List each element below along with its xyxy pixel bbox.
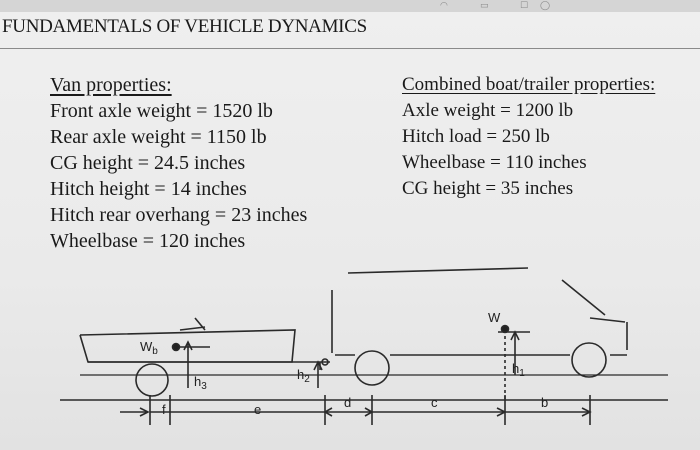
trailer-wheel (135, 363, 169, 397)
combined-property-line: Hitch load = 250 lb (402, 126, 550, 147)
dimension-c-label: c (431, 395, 438, 410)
combined-property-line: Axle weight = 1200 lb (402, 100, 574, 121)
toolbar-icon[interactable]: ◯ (540, 1, 551, 11)
van-property-line: CG height = 24.5 inches (50, 152, 246, 174)
combined-weight-label: W (488, 310, 501, 325)
toolbar-icon[interactable]: ◠ (440, 1, 448, 11)
arrowhead (313, 360, 323, 371)
van-property-line: Hitch height = 14 inches (50, 178, 247, 200)
dimension-d-label: d (344, 395, 351, 410)
combined-properties-header: Combined boat/trailer properties: (402, 74, 656, 95)
van-property-line: Wheelbase = 120 inches (50, 230, 246, 252)
h1-label: h1 (512, 361, 525, 379)
van-properties-header: Van properties: (50, 74, 172, 96)
page-title: FUNDAMENTALS OF VEHICLE DYNAMICS (2, 16, 367, 37)
h2-label: h2 (297, 367, 310, 385)
dimension-e-label: e (254, 402, 261, 417)
boat-trailer-outline (79, 317, 330, 370)
boat-cg-marker (171, 342, 181, 352)
van-property-line: Hitch rear overhang = 23 inches (50, 204, 308, 226)
combined-properties: Combined boat/trailer properties: Axle w… (402, 72, 655, 202)
van-rear-wheel (354, 350, 390, 386)
hitch-point (321, 358, 329, 366)
combined-property-line: CG height = 35 inches (402, 178, 574, 199)
van-property-line: Front axle weight = 1520 lb (50, 100, 273, 122)
h3-label: h3 (194, 374, 207, 392)
dimension-b-label: b (541, 395, 548, 410)
dimension-f-label: f (162, 402, 166, 417)
arrowhead (364, 407, 374, 417)
boat-weight-label: Wb (140, 339, 158, 357)
toolbar-icon[interactable]: ▭ (480, 1, 489, 11)
van-properties: Van properties: Front axle weight = 1520… (50, 72, 307, 254)
toolbar-icon[interactable]: ☐ (520, 1, 529, 11)
combined-property-line: Wheelbase = 110 inches (402, 152, 587, 173)
document-page (0, 12, 700, 450)
arrowhead (496, 407, 507, 417)
van-property-line: Rear axle weight = 1150 lb (50, 126, 267, 148)
van-outline (331, 267, 628, 400)
arrowhead (323, 407, 333, 417)
arrowhead (581, 407, 592, 417)
van-front-wheel (571, 342, 607, 378)
title-divider (0, 48, 700, 49)
